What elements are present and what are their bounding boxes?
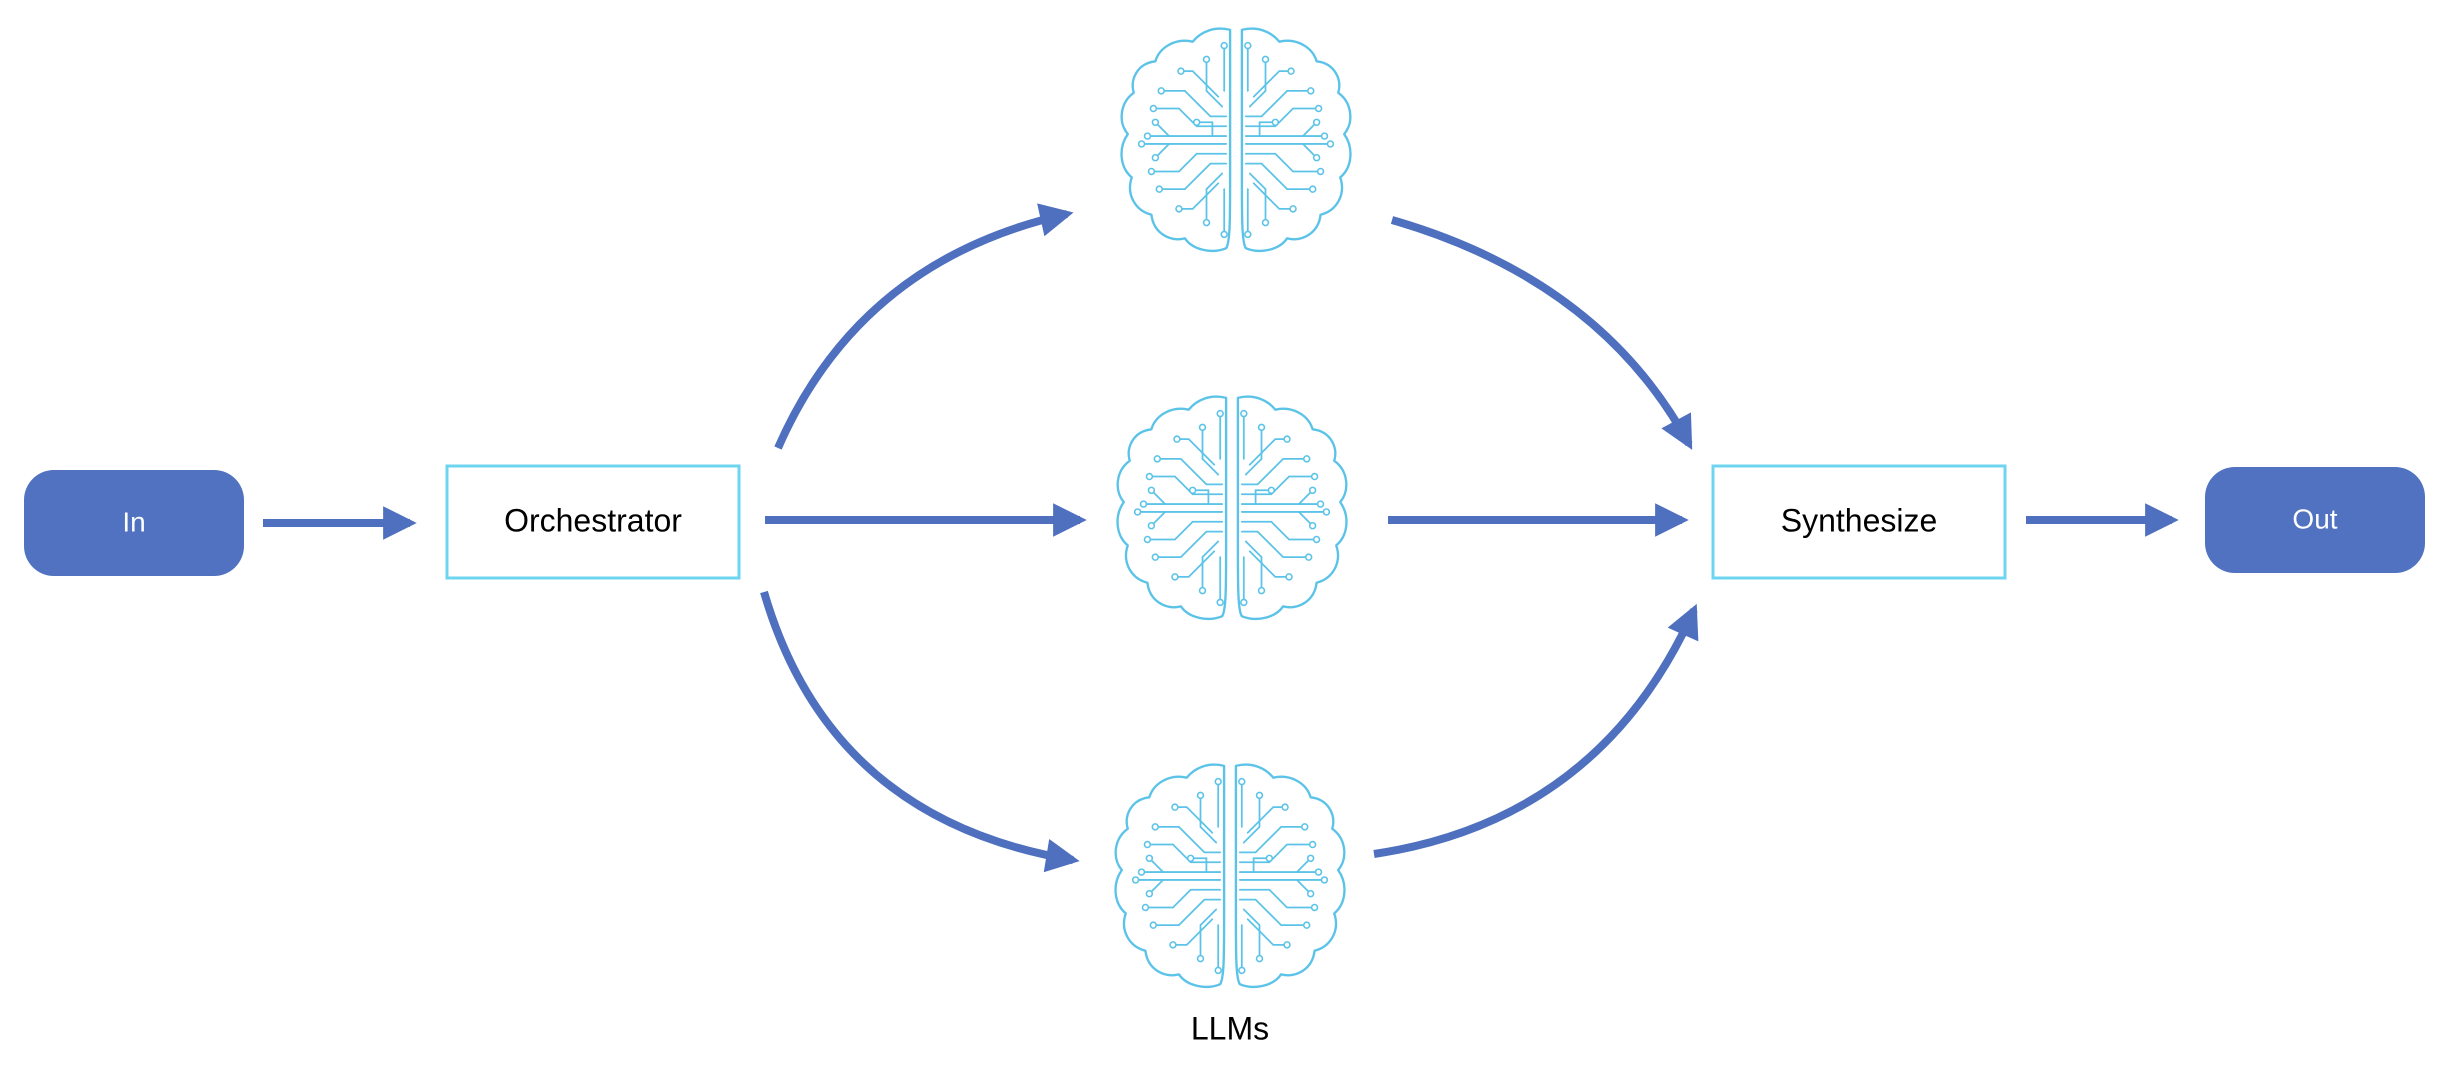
output-label: Out bbox=[2292, 503, 2337, 534]
arrow-llm-bottom-to-synthesize bbox=[1373, 603, 1699, 858]
llm-brain-middle-icon bbox=[1116, 395, 1348, 621]
arrow-orchestrator-to-llm-bottom bbox=[760, 590, 1080, 873]
arrow-orchestrator-to-llm-top bbox=[774, 203, 1074, 450]
synthesize-label: Synthesize bbox=[1781, 502, 1938, 538]
synthesize-node: Synthesize bbox=[1711, 464, 2007, 580]
input-node: In bbox=[24, 470, 244, 576]
output-node: Out bbox=[2205, 467, 2425, 573]
llm-brain-top-icon bbox=[1120, 27, 1352, 253]
llm-brain-bottom-icon bbox=[1114, 763, 1346, 989]
arrow-llm-top-to-synthesize bbox=[1390, 216, 1693, 450]
orchestrator-node: Orchestrator bbox=[445, 464, 741, 580]
input-label: In bbox=[122, 506, 145, 537]
orchestrator-label: Orchestrator bbox=[504, 502, 682, 538]
llms-label: LLMs bbox=[1191, 1010, 1269, 1046]
